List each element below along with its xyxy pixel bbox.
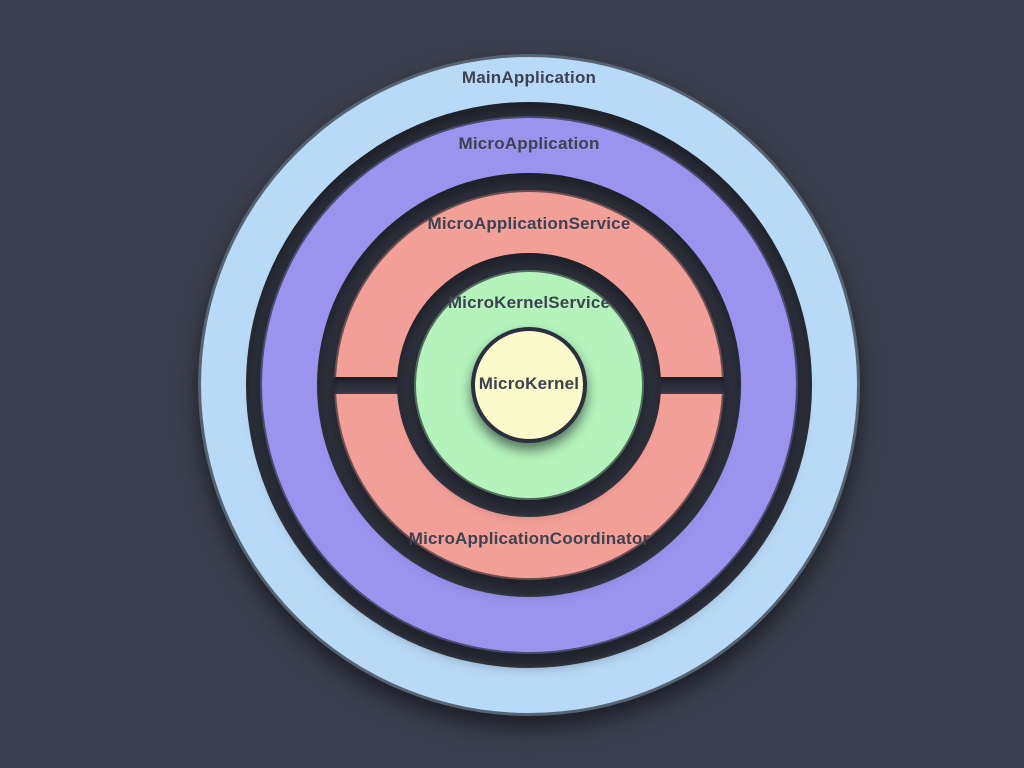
label-micro-application: MicroApplication	[458, 134, 600, 153]
label-main-application: MainApplication	[461, 68, 597, 87]
label-micro-kernel: MicroKernel	[478, 374, 580, 393]
label-micro-application-service: MicroApplicationService	[427, 214, 631, 233]
label-micro-application-coordinator: MicroApplicationCoordinator	[408, 529, 650, 548]
label-micro-kernel-service: MicroKernelService	[447, 293, 611, 312]
circle-micro-kernel	[471, 327, 587, 443]
